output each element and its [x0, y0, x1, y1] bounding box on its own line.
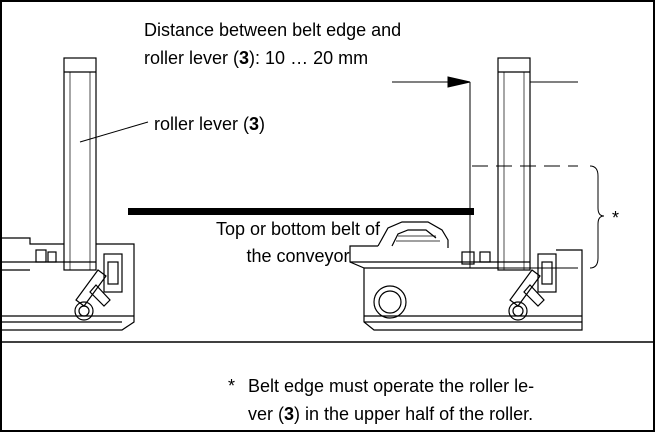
- belt-label-line1: Top or bottom belt of: [216, 219, 381, 239]
- roller-lever-label: roller lever (3): [154, 114, 265, 134]
- asterisk-marker: *: [612, 208, 619, 228]
- brace: [589, 165, 605, 269]
- distance-dimension: [392, 76, 578, 268]
- distance-label-line1: Distance between belt edge and: [144, 20, 401, 40]
- left-switch: [1, 57, 135, 331]
- right-roller: [497, 57, 531, 271]
- belt-label-line2: the conveyor: [246, 246, 349, 266]
- footnote-marker: *: [228, 376, 235, 396]
- footnote-line2: ver (3) in the upper half of the roller.: [248, 404, 533, 424]
- left-roller: [63, 57, 97, 271]
- conveyor-belt: [128, 208, 474, 215]
- distance-label-line2: roller lever (3): 10 … 20 mm: [144, 48, 368, 68]
- roller-leader: [79, 121, 149, 143]
- upper-half-marker: [472, 165, 605, 269]
- footnote-line1: Belt edge must operate the roller le-: [248, 376, 534, 396]
- right-switch: [349, 57, 583, 331]
